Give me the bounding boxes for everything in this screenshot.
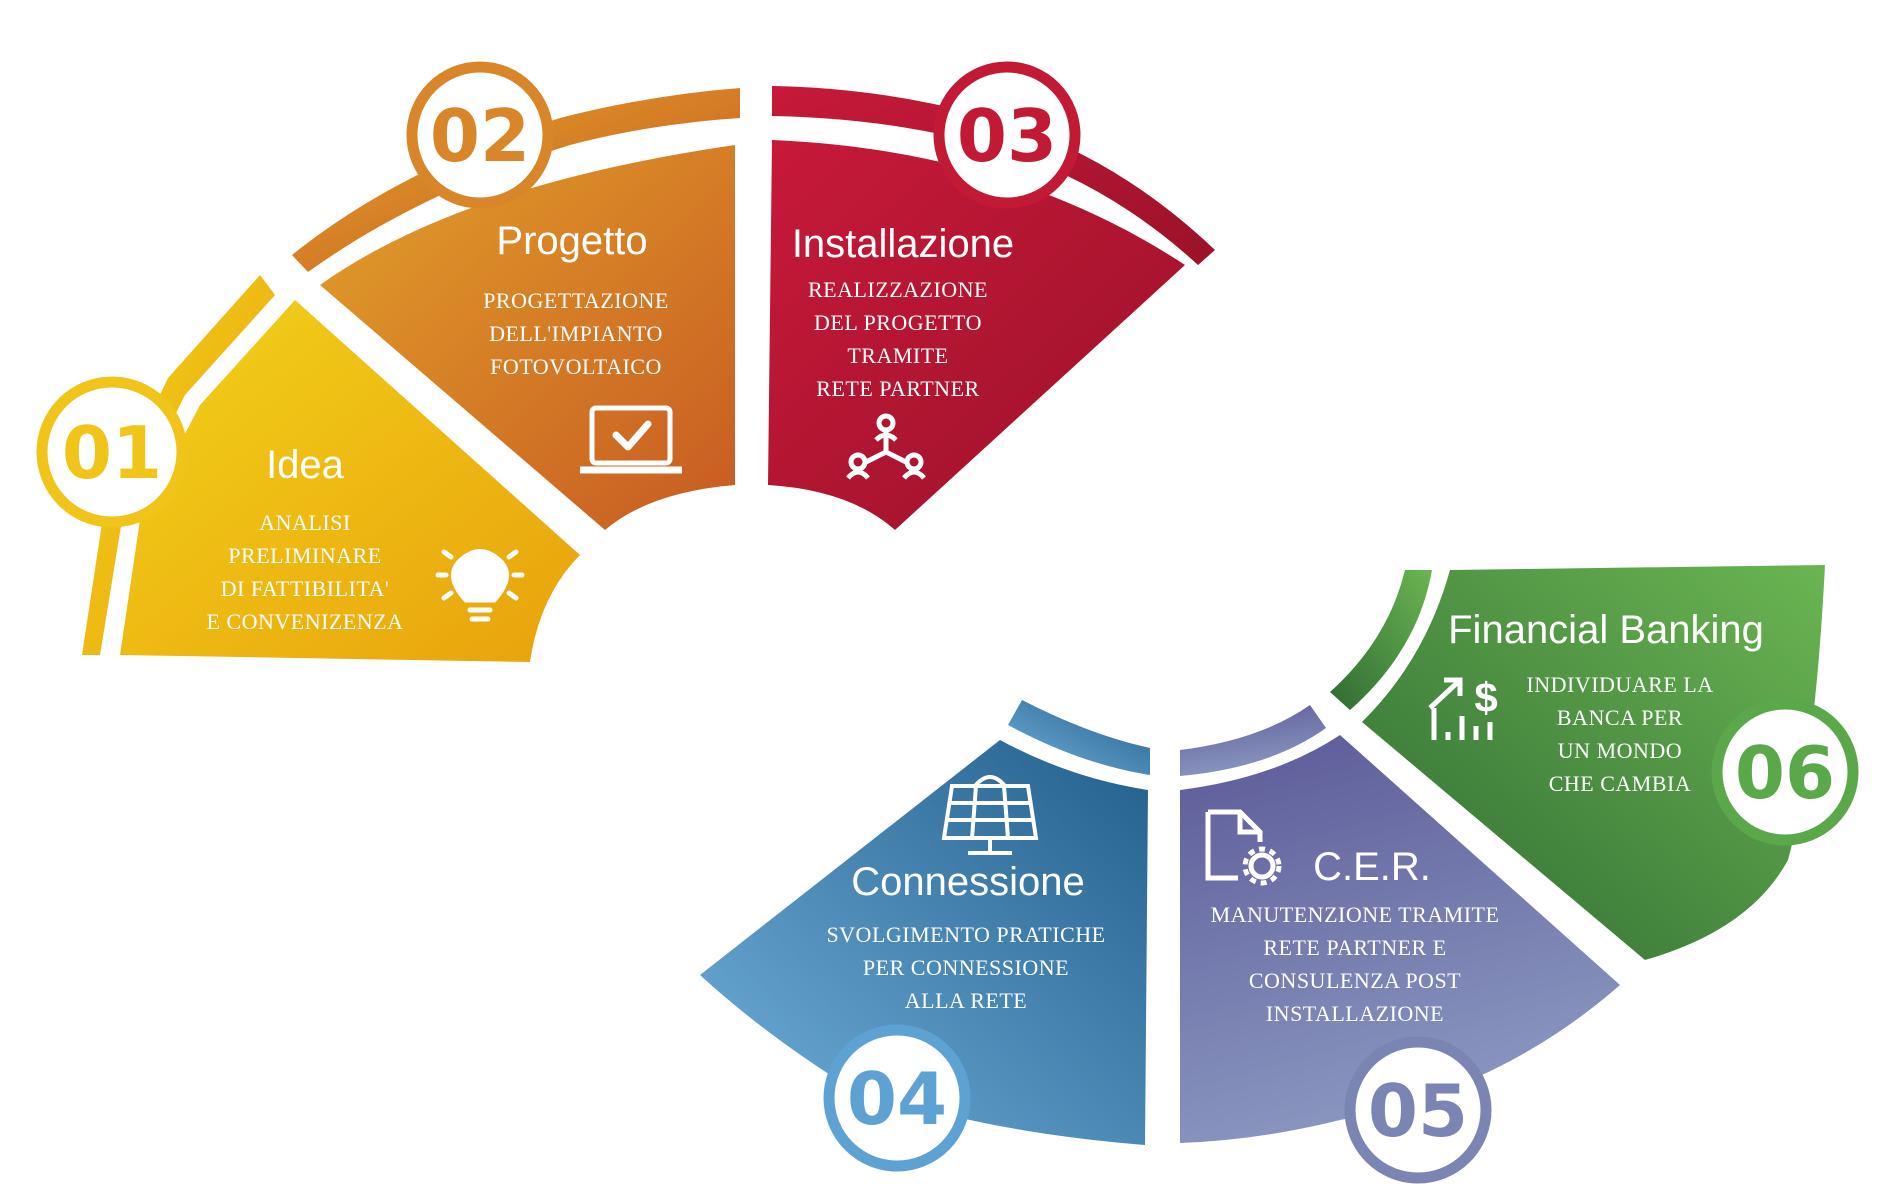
document-gear-icon bbox=[1205, 809, 1282, 886]
step-3-desc-line-1: REALIZZAZIONE bbox=[808, 277, 988, 302]
step-5-outer-arc bbox=[1180, 705, 1326, 776]
step-6-desc-line-1: INDIVIDUARE LA bbox=[1526, 672, 1713, 697]
step-2-badge bbox=[406, 61, 554, 209]
step-1-desc-line-1: ANALISI bbox=[259, 510, 351, 535]
growth-chart-dollar-icon bbox=[1428, 677, 1493, 740]
step-2-desc-line-3: FOTOVOLTAICO bbox=[490, 354, 662, 379]
step-5-cer: 05 C.E.R. MANUTENZIONE TRAMITE RETE PART… bbox=[1180, 705, 1620, 1184]
step-2-progetto: 02 Progetto PROGETTAZIONE DELL'IMPIANTO … bbox=[292, 61, 740, 530]
step-6-desc-line-2: BANCA PER bbox=[1557, 705, 1683, 730]
step-1-number: 01 bbox=[62, 411, 162, 495]
step-4-desc-line-3: ALLA RETE bbox=[905, 988, 1027, 1013]
step-2-outer-arc bbox=[292, 88, 740, 272]
step-1-idea: 01 Idea ANALISI PRELIMINARE DI FATTIBILI… bbox=[36, 275, 580, 662]
step-5-desc-line-1: MANUTENZIONE TRAMITE bbox=[1211, 902, 1500, 927]
step-4-segment bbox=[700, 740, 1148, 1145]
step-5-desc-line-2: RETE PARTNER E bbox=[1263, 935, 1446, 960]
step-3-segment bbox=[768, 140, 1185, 530]
dollar-sign-icon: $ bbox=[1474, 674, 1497, 721]
step-1-badge bbox=[36, 376, 188, 528]
step-6-number: 06 bbox=[1735, 731, 1835, 815]
step-5-desc-line-4: INSTALLAZIONE bbox=[1266, 1001, 1444, 1026]
step-5-number: 05 bbox=[1368, 1069, 1468, 1153]
step-2-desc-line-2: DELL'IMPIANTO bbox=[489, 321, 663, 346]
laptop-check-icon bbox=[580, 405, 682, 474]
step-5-desc-line-3: CONSULENZA POST bbox=[1249, 968, 1461, 993]
step-3-number: 03 bbox=[957, 94, 1057, 178]
step-2-title: Progetto bbox=[496, 219, 647, 263]
step-4-number: 04 bbox=[847, 1057, 947, 1141]
step-3-desc-line-3: TRAMITE bbox=[847, 343, 948, 368]
solar-panel-icon bbox=[941, 775, 1039, 855]
step-1-title: Idea bbox=[266, 443, 345, 487]
step-1-desc-line-2: PRELIMINARE bbox=[228, 543, 381, 568]
step-1-desc-line-4: E CONVENIZENZA bbox=[206, 609, 403, 634]
step-1-outer-arc bbox=[82, 275, 275, 655]
step-3-installazione: 03 Installazione REALIZZAZIONE DEL PROGE… bbox=[768, 61, 1215, 530]
step-2-number: 02 bbox=[430, 94, 530, 178]
step-5-segment bbox=[1180, 735, 1620, 1143]
step-5-badge bbox=[1344, 1036, 1492, 1184]
step-4-outer-arc bbox=[1008, 700, 1150, 775]
step-4-desc-line-2: PER CONNESSIONE bbox=[863, 955, 1069, 980]
step-3-desc-line-2: DEL PROGETTO bbox=[814, 310, 982, 335]
step-3-badge bbox=[933, 61, 1081, 209]
step-1-desc-line-3: DI FATTIBILITA' bbox=[221, 576, 390, 601]
step-4-desc-line-1: SVOLGIMENTO PRATICHE bbox=[826, 922, 1105, 947]
step-6-segment bbox=[1362, 565, 1825, 960]
step-3-desc-line-4: RETE PARTNER bbox=[816, 376, 979, 401]
step-4-title: Connessione bbox=[851, 860, 1085, 904]
step-6-desc-line-4: CHE CAMBIA bbox=[1549, 771, 1692, 796]
step-2-segment bbox=[320, 145, 735, 530]
step-5-title: C.E.R. bbox=[1313, 845, 1431, 889]
step-4-badge bbox=[823, 1024, 971, 1172]
step-3-title: Installazione bbox=[792, 222, 1014, 266]
step-6-outer-arc bbox=[1330, 570, 1432, 710]
step-6-badge bbox=[1711, 698, 1859, 846]
lightbulb-icon bbox=[435, 549, 525, 622]
step-2-desc-line-1: PROGETTAZIONE bbox=[483, 288, 669, 313]
network-people-icon bbox=[846, 413, 926, 480]
step-6-financial-banking: 06 Financial Banking INDIVIDUARE LA BANC… bbox=[1330, 565, 1859, 960]
step-4-connessione: 04 Connessione SVOLGIMENTO PRATICHE PER … bbox=[700, 700, 1150, 1172]
step-6-desc-line-3: UN MONDO bbox=[1558, 738, 1682, 763]
step-6-title: Financial Banking bbox=[1448, 608, 1764, 652]
